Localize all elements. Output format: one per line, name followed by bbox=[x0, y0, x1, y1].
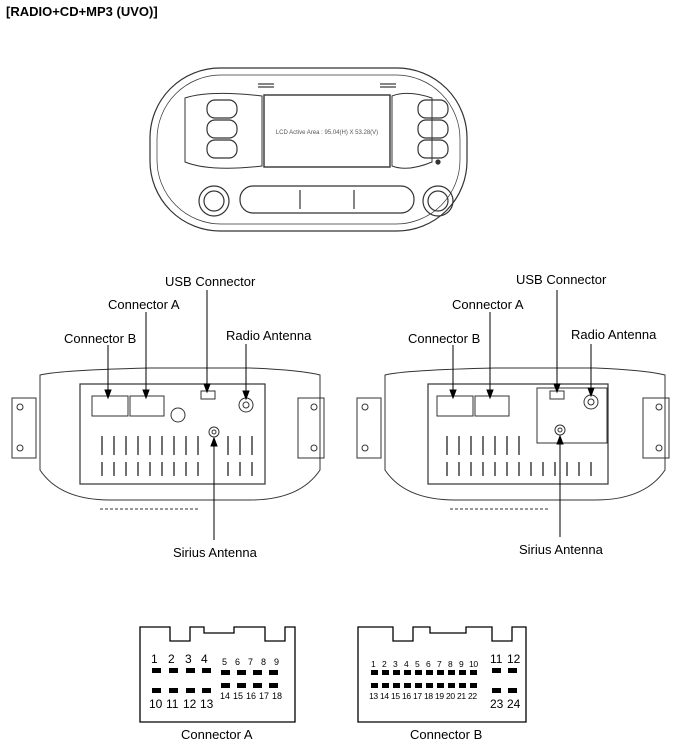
pin-label: 5 bbox=[415, 659, 420, 669]
connector-b-label-left: Connector B bbox=[64, 331, 137, 346]
pointer-lines-left bbox=[104, 290, 250, 540]
sirius-antenna-label-right: Sirius Antenna bbox=[519, 542, 603, 557]
pin-label: 14 bbox=[220, 691, 231, 701]
pin-label: 5 bbox=[222, 657, 228, 667]
rear-unit-right bbox=[356, 367, 670, 510]
connector-a-pins bbox=[152, 668, 278, 693]
pin-label: 7 bbox=[437, 659, 442, 669]
pin-label: 8 bbox=[261, 657, 267, 667]
sirius-antenna-jack-left bbox=[208, 426, 220, 438]
pin-label: 16 bbox=[246, 691, 257, 701]
sirius-antenna-label-left: Sirius Antenna bbox=[173, 545, 257, 560]
lcd-text: LCD Active Area : 95.04(H) X 53.28(V) bbox=[276, 130, 378, 136]
usb-connector-label-right: USB Connector bbox=[516, 272, 607, 287]
pin-label: 13 bbox=[369, 691, 378, 701]
connector-b-socket-right bbox=[436, 395, 474, 417]
connector-a-label-left: Connector A bbox=[108, 297, 180, 312]
pin-label: 11 bbox=[166, 697, 179, 711]
connector-b-socket-left bbox=[91, 395, 129, 417]
usb-socket-left bbox=[200, 390, 216, 400]
pin-label: 22 bbox=[468, 691, 477, 701]
pin-label: 6 bbox=[426, 659, 431, 669]
pin-label: 24 bbox=[507, 697, 521, 711]
connector-b-pins bbox=[371, 668, 517, 693]
pin-label: 9 bbox=[459, 659, 464, 669]
pin-label: 4 bbox=[201, 652, 208, 666]
pin-label: 17 bbox=[259, 691, 270, 701]
rear-unit-left bbox=[11, 367, 325, 510]
pin-label: 3 bbox=[185, 652, 192, 666]
pin-label: 18 bbox=[424, 691, 433, 701]
connector-b-caption: Connector B bbox=[410, 727, 483, 742]
pin-label: 1 bbox=[371, 659, 376, 669]
connector-a-outline bbox=[139, 626, 296, 723]
pin-label: 18 bbox=[272, 691, 283, 701]
pin-label: 21 bbox=[457, 691, 466, 701]
connector-b-outline bbox=[357, 626, 527, 723]
pin-label: 1 bbox=[151, 652, 158, 666]
pin-label: 11 bbox=[490, 652, 503, 666]
usb-connector-label-left: USB Connector bbox=[165, 274, 256, 289]
pin-label: 15 bbox=[391, 691, 400, 701]
pin-label: 15 bbox=[233, 691, 244, 701]
pin-label: 4 bbox=[404, 659, 409, 669]
pin-label: 20 bbox=[446, 691, 455, 701]
pin-label: 14 bbox=[380, 691, 389, 701]
pin-label: 23 bbox=[490, 697, 504, 711]
pin-label: 12 bbox=[183, 697, 197, 711]
pin-label: 2 bbox=[382, 659, 387, 669]
pin-label: 9 bbox=[274, 657, 280, 667]
pin-label: 12 bbox=[507, 652, 521, 666]
pin-label: 3 bbox=[393, 659, 398, 669]
pin-label: 7 bbox=[248, 657, 254, 667]
pin-label: 13 bbox=[200, 697, 214, 711]
pin-label: 8 bbox=[448, 659, 453, 669]
pin-label: 2 bbox=[168, 652, 175, 666]
pin-label: 17 bbox=[413, 691, 422, 701]
sirius-antenna-jack-right bbox=[554, 424, 566, 436]
pin-label: 10 bbox=[469, 659, 478, 669]
connector-a-label-right: Connector A bbox=[452, 297, 524, 312]
connector-a-caption: Connector A bbox=[181, 727, 253, 742]
radio-antenna-label-left: Radio Antenna bbox=[226, 328, 312, 343]
pointer-lines-right bbox=[449, 290, 595, 537]
pin-label: 6 bbox=[235, 657, 241, 667]
connector-b-label-right: Connector B bbox=[408, 331, 481, 346]
connector-a-socket-right bbox=[474, 395, 510, 417]
pin-label: 10 bbox=[149, 697, 163, 711]
page-heading: [RADIO+CD+MP3 (UVO)] bbox=[6, 4, 158, 19]
connector-a-socket-left bbox=[129, 395, 165, 417]
pin-label: 19 bbox=[435, 691, 444, 701]
head-unit-front bbox=[149, 67, 468, 232]
lcd-screen bbox=[263, 94, 391, 168]
pin-label: 16 bbox=[402, 691, 411, 701]
radio-antenna-label-right: Radio Antenna bbox=[571, 327, 657, 342]
